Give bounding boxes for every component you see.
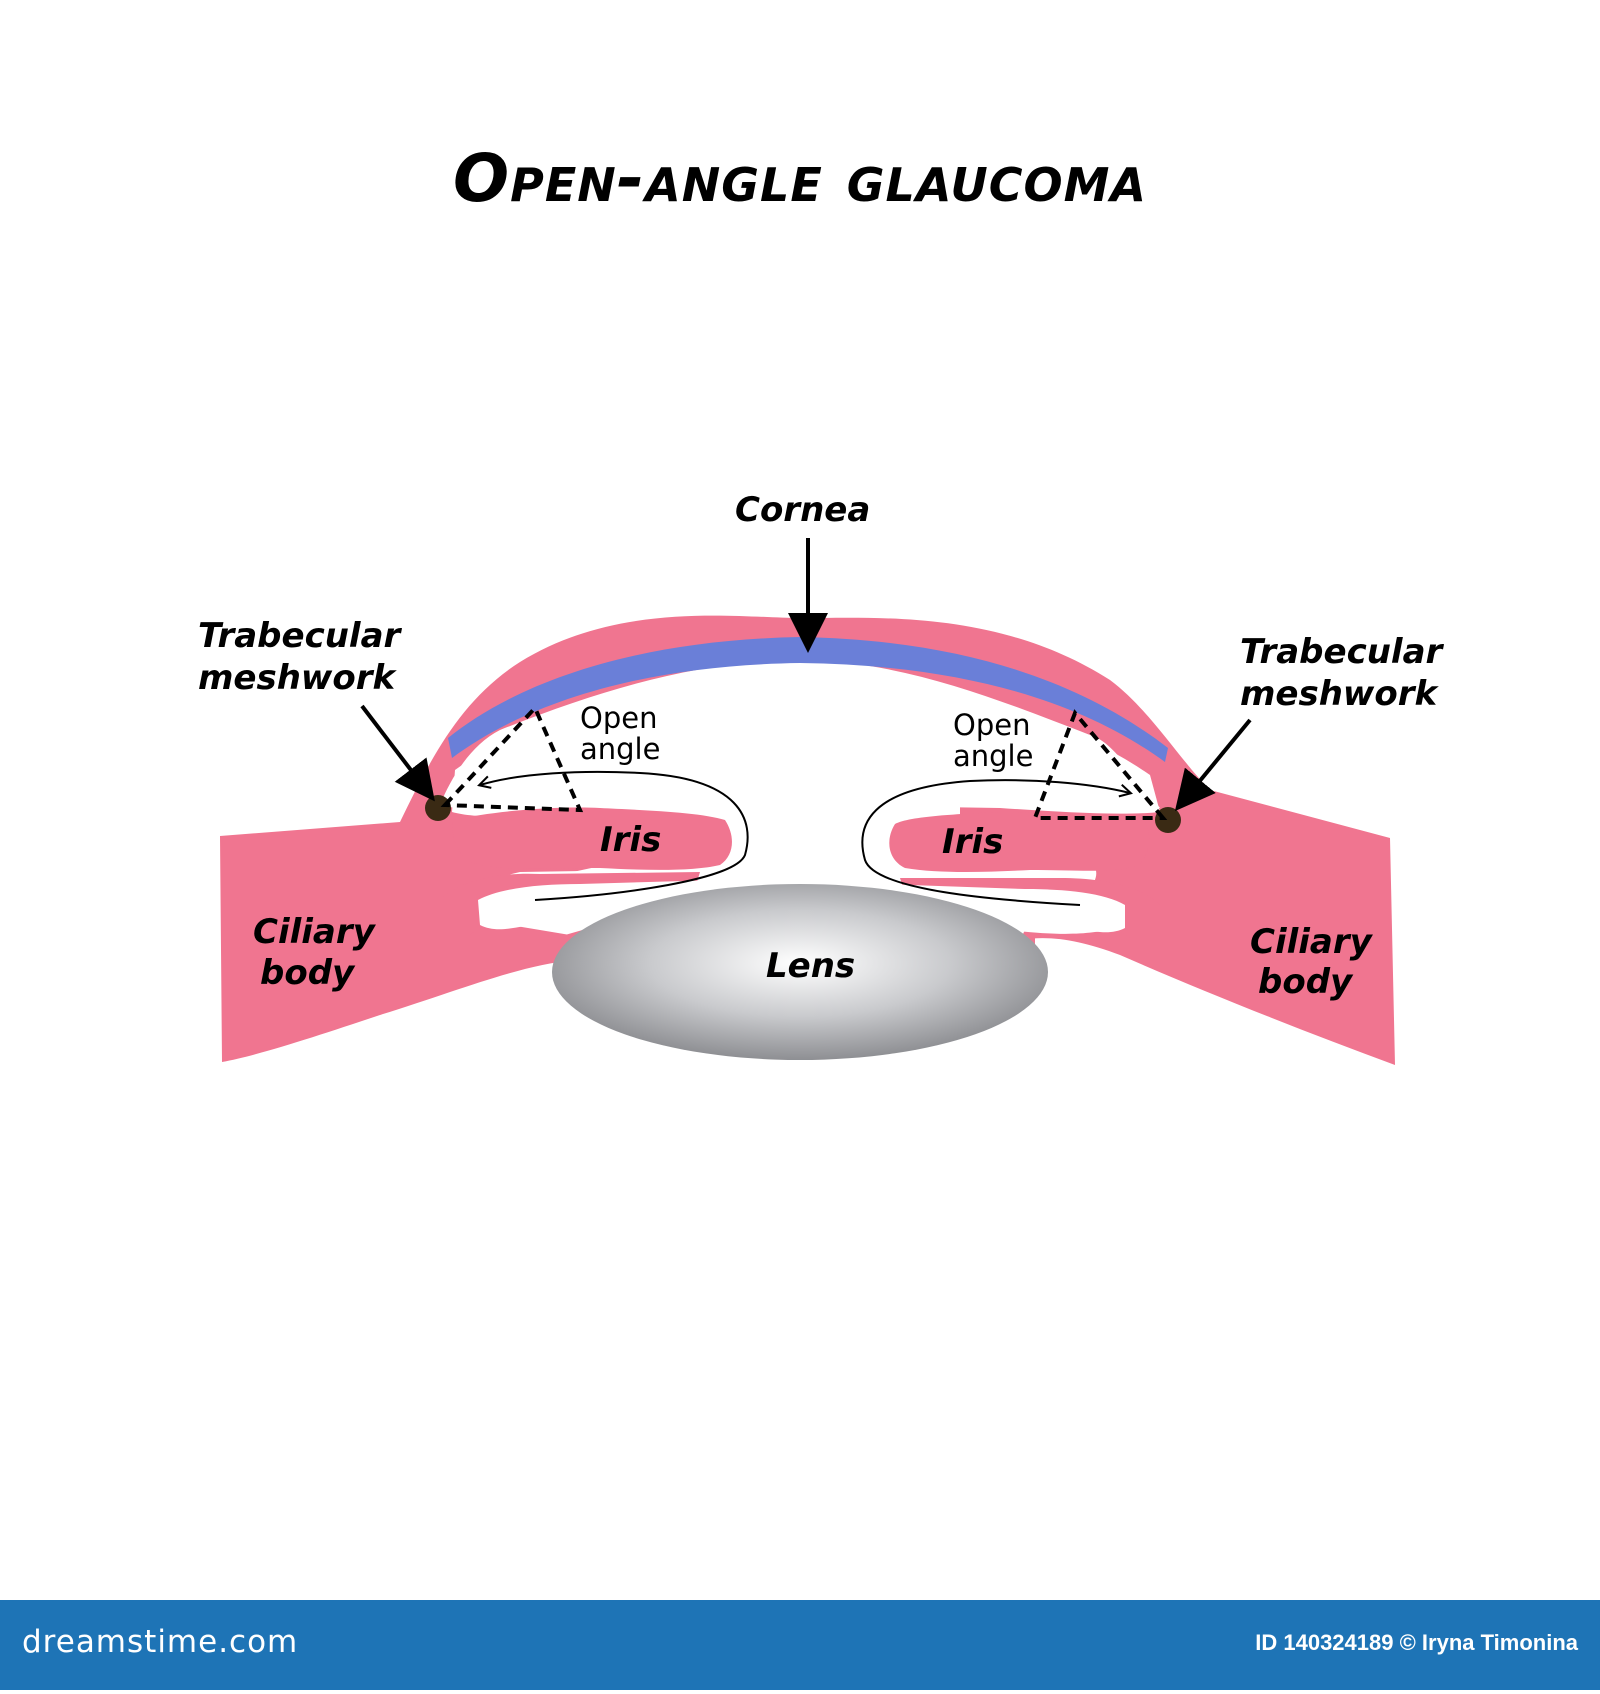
label-ciliary-right-line1: Ciliary bbox=[1250, 922, 1372, 962]
label-trabecular-right-line1: Trabecular bbox=[1240, 632, 1443, 672]
iris-right-shape bbox=[889, 812, 1150, 872]
label-iris-right: Iris bbox=[942, 822, 1004, 862]
label-ciliary-left-line1: Ciliary bbox=[253, 912, 375, 952]
lens-shape bbox=[552, 884, 1048, 1060]
label-iris-left: Iris bbox=[600, 820, 662, 860]
label-open-angle-left-line2: angle bbox=[580, 732, 661, 766]
label-open-angle-right-line1: Open bbox=[953, 708, 1031, 742]
posterior-chamber-left bbox=[478, 880, 730, 930]
label-lens: Lens bbox=[766, 946, 856, 986]
open-angle-triangle-left bbox=[440, 704, 584, 813]
sclera-tissue bbox=[220, 615, 1395, 1065]
cornea-band bbox=[448, 637, 1168, 762]
trabecular-meshwork-left-dot bbox=[425, 795, 451, 821]
footer-logo[interactable]: dreamstime.com bbox=[22, 1624, 299, 1660]
label-cornea: Cornea bbox=[735, 490, 871, 530]
trabecular-left-pointer-arrow bbox=[360, 704, 435, 802]
label-trabecular-left-line1: Trabecular bbox=[198, 616, 401, 656]
trabecular-right-pointer-arrow bbox=[1174, 718, 1252, 812]
label-trabecular-left-line2: meshwork bbox=[198, 658, 396, 698]
footer-bar: dreamstime.com ID 140324189 © Iryna Timo… bbox=[0, 1600, 1600, 1690]
iris-left-shape bbox=[452, 807, 732, 870]
label-ciliary-left-line2: body bbox=[260, 953, 355, 993]
label-ciliary-right-line2: body bbox=[1258, 962, 1353, 1002]
footer-credit: ID 140324189 © Iryna Timonina bbox=[1255, 1630, 1578, 1655]
open-angle-triangle-right bbox=[1032, 709, 1168, 820]
label-trabecular-right-line2: meshwork bbox=[1240, 674, 1438, 714]
label-open-angle-right-line2: angle bbox=[953, 739, 1034, 773]
page-title: Open-angle glaucoma bbox=[453, 140, 1147, 217]
label-open-angle-left-line1: Open bbox=[580, 701, 658, 735]
aqueous-flow-right bbox=[861, 779, 1130, 906]
aqueous-flow-left bbox=[480, 770, 749, 901]
posterior-chamber-right bbox=[875, 884, 1125, 933]
